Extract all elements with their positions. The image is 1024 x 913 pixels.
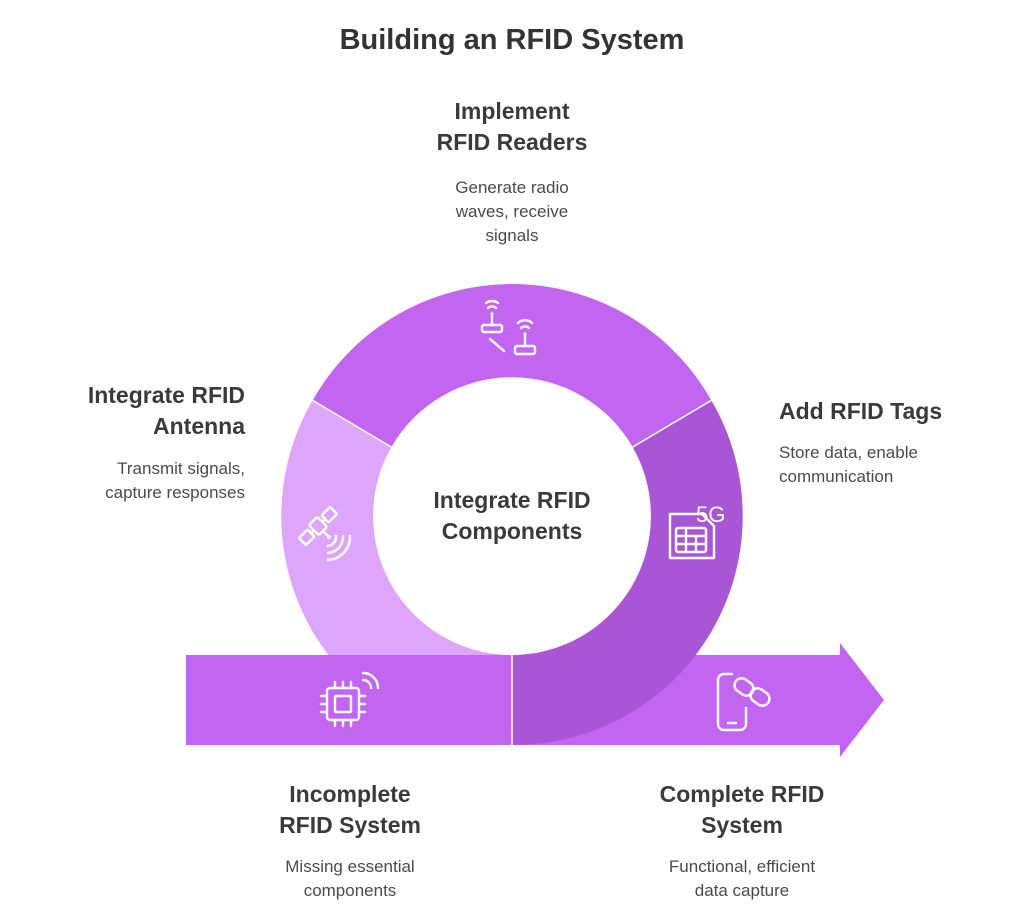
complete-title-line2: System	[701, 812, 783, 838]
tags-description: Store data, enable communication	[779, 441, 1009, 489]
antenna-title-line2: Antenna	[153, 413, 245, 439]
center-label-line2: Components	[441, 518, 583, 544]
tags-desc-line1: Store data, enable	[779, 443, 918, 462]
tags-desc-line2: communication	[779, 467, 894, 486]
center-label-line1: Integrate RFID	[433, 487, 591, 513]
readers-title-line1: Implement	[454, 98, 570, 124]
segment-separators	[312, 399, 712, 745]
incomplete-desc-line1: Missing essential	[285, 857, 415, 876]
phone-link-icon	[710, 668, 782, 734]
svg-text:5G: 5G	[696, 502, 725, 527]
incomplete-description: Missing essential components	[230, 855, 470, 903]
readers-description: Generate radio waves, receive signals	[392, 176, 632, 248]
readers-title: Implement RFID Readers	[392, 96, 632, 158]
readers-desc-line3: signals	[485, 226, 539, 245]
complete-title: Complete RFID System	[622, 779, 862, 841]
readers-desc-line1: Generate radio	[455, 178, 569, 197]
incomplete-title-line2: RFID System	[279, 812, 421, 838]
complete-title-line1: Complete RFID	[659, 781, 825, 807]
readers-title-line2: RFID Readers	[436, 129, 588, 155]
tags-segment	[512, 400, 743, 746]
incomplete-title: Incomplete RFID System	[230, 779, 470, 841]
tags-title: Add RFID Tags	[779, 398, 943, 424]
center-label: Integrate RFID Components	[392, 485, 632, 547]
readers-segment	[312, 284, 712, 448]
antenna-title: Integrate RFID Antenna	[40, 380, 245, 442]
chip-wireless-icon	[317, 668, 385, 734]
readers-desc-line2: waves, receive	[455, 202, 569, 221]
antenna-description: Transmit signals, capture responses	[40, 457, 245, 505]
input-bar	[186, 655, 512, 745]
antenna-desc-line2: capture responses	[105, 483, 245, 502]
diagram-title: Building an RFID System	[339, 24, 685, 56]
antenna-title-line1: Integrate RFID	[87, 382, 245, 408]
satellite-icon	[292, 500, 360, 568]
antenna-desc-line1: Transmit signals,	[117, 459, 245, 478]
sim-card-5g-icon: 5G	[666, 498, 738, 564]
complete-desc-line2: data capture	[694, 881, 790, 900]
complete-description: Functional, efficient data capture	[622, 855, 862, 903]
incomplete-title-line1: Incomplete	[289, 781, 411, 807]
wifi-router-icon	[476, 293, 548, 361]
incomplete-desc-line2: components	[303, 881, 397, 900]
complete-desc-line1: Functional, efficient	[668, 857, 816, 876]
